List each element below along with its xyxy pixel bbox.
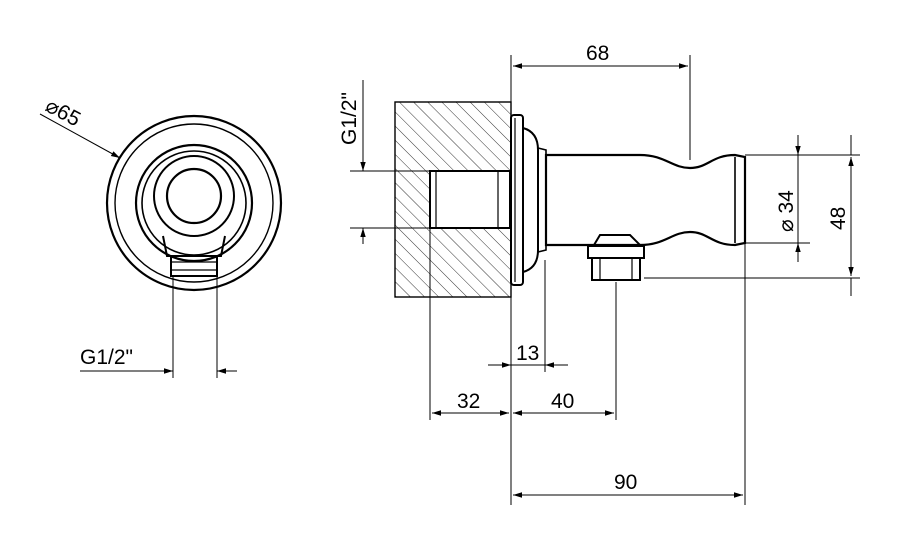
dim-90-label: 90 (614, 471, 637, 494)
hose-outlet (592, 234, 643, 246)
side-view: 68 G1/2" 13 32 40 90 ⌀ 34 48 (338, 42, 860, 505)
diameter-65-leader (39, 113, 121, 159)
front-view: G1/2" ⌀65 (39, 94, 283, 378)
outer-flange-circle (105, 114, 283, 292)
dim-34-label: ⌀ 34 (775, 190, 798, 232)
nozzle-bore-circle (165, 167, 223, 225)
body-inner-circle (141, 150, 247, 256)
flange-collar (522, 126, 539, 274)
handle-body (544, 153, 747, 247)
body-ring-circle (134, 143, 254, 263)
diameter-65-label: ⌀65 (42, 94, 85, 131)
front-thread-label: G1/2" (80, 346, 133, 369)
dim-68-label: 68 (586, 42, 609, 65)
flange-ring-circle (114, 123, 274, 283)
side-thread-label: G1/2" (338, 92, 361, 145)
wall-flange (510, 114, 524, 286)
dim-40-label: 40 (551, 390, 574, 413)
hose-outlet-nut (587, 245, 645, 259)
connector-outline (162, 235, 226, 257)
dim-13-label: 13 (516, 342, 539, 365)
dim-48-label: 48 (827, 207, 850, 230)
nozzle-ring-circle (153, 155, 235, 237)
dim-32-label: 32 (457, 390, 480, 413)
connector-nut (170, 255, 218, 277)
